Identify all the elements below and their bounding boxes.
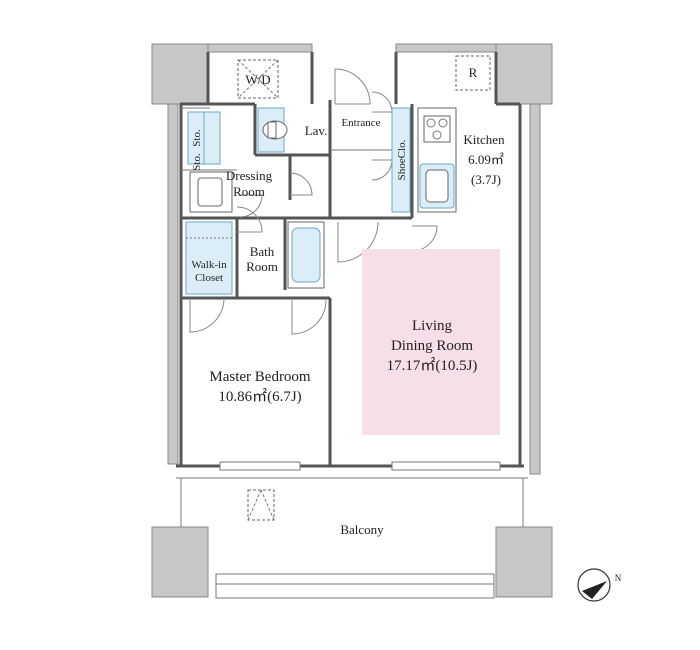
kitchen-area: 6.09㎡: [468, 152, 504, 167]
kitchen-name: Kitchen: [463, 132, 505, 147]
living-label-1: Living: [412, 318, 452, 334]
lav-label: Lav.: [305, 123, 328, 138]
living-label-2: Dining Room: [391, 338, 473, 354]
walkin-label-2: Closet: [195, 272, 223, 284]
storage-label-2: Sto.: [191, 153, 203, 171]
master-bedroom-area: 10.86㎡(6.7J): [218, 388, 301, 405]
entrance-label: Entrance: [341, 117, 380, 129]
living-area: 17.17㎡(10.5J): [387, 357, 478, 374]
refrigerator: [455, 55, 491, 91]
fixtures: [185, 55, 491, 521]
dressing-label-1: Dressing: [226, 168, 273, 183]
kitchen-jo: (3.7J): [471, 172, 501, 187]
structural-columns: [151, 43, 553, 598]
fridge-label: R: [469, 65, 478, 80]
doors: [189, 68, 438, 335]
shoe-closet-label: ShoeClo.: [396, 139, 408, 180]
storage-label-1: Sto.: [191, 129, 203, 147]
north-arrow-icon: [582, 581, 607, 599]
storage-shelf-2: [203, 111, 221, 165]
compass: N: [577, 568, 622, 602]
north-label: N: [615, 573, 622, 583]
wd-label: W/D: [245, 72, 270, 87]
living-room-highlight: [362, 249, 500, 435]
master-bedroom-name: Master Bedroom: [209, 369, 311, 385]
bath-label-1: Bath: [250, 244, 275, 259]
balcony-label: Balcony: [340, 522, 384, 537]
room-labels: W/D Lav. Entrance Sto. Sto. ShoeClo. Kit…: [191, 65, 505, 537]
walkin-label-1: Walk-in: [191, 259, 227, 271]
dressing-label-2: Room: [233, 184, 265, 199]
balcony-unit: [247, 489, 275, 521]
walk-in-closet-rack: [185, 221, 233, 295]
interior-walls: [181, 52, 414, 466]
windows: [176, 461, 528, 599]
bath-label-2: Room: [246, 259, 278, 274]
shoe-closet: [391, 107, 411, 213]
